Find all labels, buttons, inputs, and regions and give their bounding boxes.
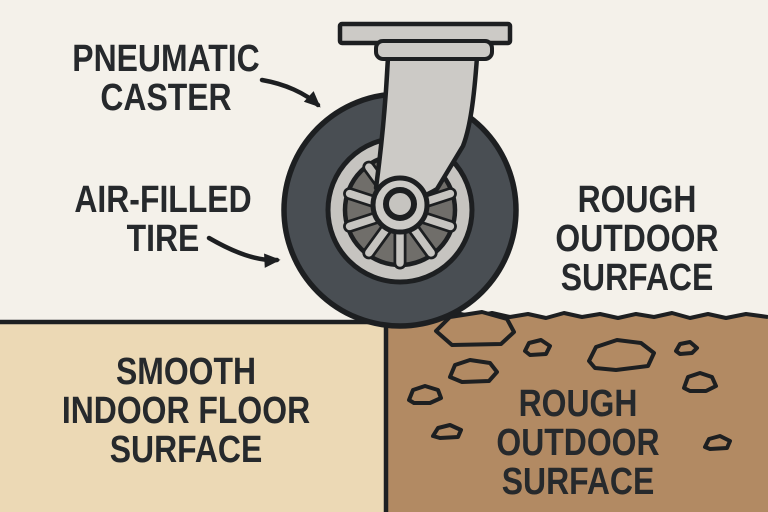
label-rough-outdoor-right: ROUGH OUTDOOR SURFACE: [511, 181, 763, 298]
label-line: ROUGH: [518, 383, 638, 425]
rock: [407, 384, 443, 405]
label-line: INDOOR FLOOR: [61, 390, 311, 432]
label-line: OUTDOOR: [555, 218, 719, 260]
label-line: SURFACE: [560, 257, 714, 299]
indoor-floor-surface: [0, 322, 386, 512]
axle-ring: [383, 187, 417, 221]
rock: [674, 340, 699, 356]
arrow-to-caster: [259, 77, 321, 108]
label-line: SURFACE: [501, 461, 655, 503]
label-line: ROUGH: [577, 179, 697, 221]
rock: [448, 358, 499, 384]
label-line: PNEUMATIC: [72, 38, 260, 80]
label-pneumatic-caster: PNEUMATIC CASTER: [40, 40, 292, 118]
label-line: TIRE: [126, 218, 200, 260]
rock: [703, 434, 732, 451]
pneumatic-caster: [281, 21, 519, 329]
label-smooth-indoor-floor: SMOOTH INDOOR FLOOR SURFACE: [60, 353, 312, 470]
label-line: SMOOTH: [115, 351, 257, 393]
rock: [434, 310, 516, 347]
label-line: OUTDOOR: [496, 422, 660, 464]
label-rough-outdoor-ground: ROUGH OUTDOOR SURFACE: [452, 385, 704, 502]
rock: [431, 423, 463, 440]
label-line: CASTER: [100, 77, 232, 119]
label-line: AIR-FILLED: [74, 179, 252, 221]
label-line: SURFACE: [109, 429, 263, 471]
rock: [523, 338, 552, 357]
label-air-filled-tire: AIR-FILLED TIRE: [37, 181, 289, 259]
rock: [587, 338, 656, 372]
swivel-collar: [374, 39, 494, 61]
arrow-to-tire: [206, 235, 281, 268]
rock: [682, 371, 718, 393]
rocks: [407, 310, 732, 451]
